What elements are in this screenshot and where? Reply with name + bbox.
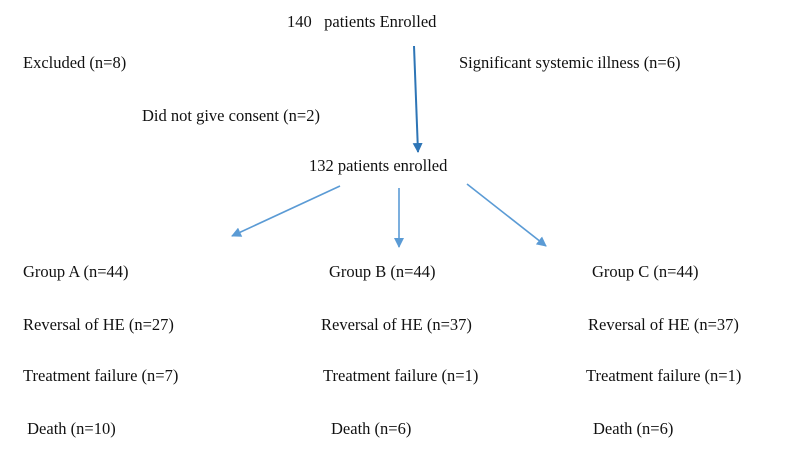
group-b-failure: Treatment failure (n=1) bbox=[323, 366, 479, 385]
group-c-failure: Treatment failure (n=1) bbox=[586, 366, 742, 385]
enrolled-initial-label: 140 patients Enrolled bbox=[287, 12, 437, 31]
no-consent-label: Did not give consent (n=2) bbox=[142, 106, 320, 125]
group-b-title: Group B (n=44) bbox=[329, 262, 436, 281]
systemic-illness-label: Significant systemic illness (n=6) bbox=[459, 53, 681, 72]
excluded-label: Excluded (n=8) bbox=[23, 53, 127, 72]
group-c-title: Group C (n=44) bbox=[592, 262, 699, 281]
group-b-death: Death (n=6) bbox=[331, 419, 412, 438]
arrow-to-group-c bbox=[466, 183, 547, 247]
group-a-reversal: Reversal of HE (n=27) bbox=[23, 315, 174, 334]
group-a-death: Death (n=10) bbox=[23, 419, 116, 438]
group-c-reversal: Reversal of HE (n=37) bbox=[588, 315, 739, 334]
group-a-failure: Treatment failure (n=7) bbox=[23, 366, 179, 385]
group-c-death: Death (n=6) bbox=[593, 419, 674, 438]
arrow-enrolled-to-final bbox=[412, 45, 423, 153]
group-b-reversal: Reversal of HE (n=37) bbox=[321, 315, 472, 334]
arrow-to-group-a bbox=[231, 185, 341, 237]
enrolled-final-label: 132 patients enrolled bbox=[309, 156, 448, 175]
group-a-title: Group A (n=44) bbox=[23, 262, 129, 281]
